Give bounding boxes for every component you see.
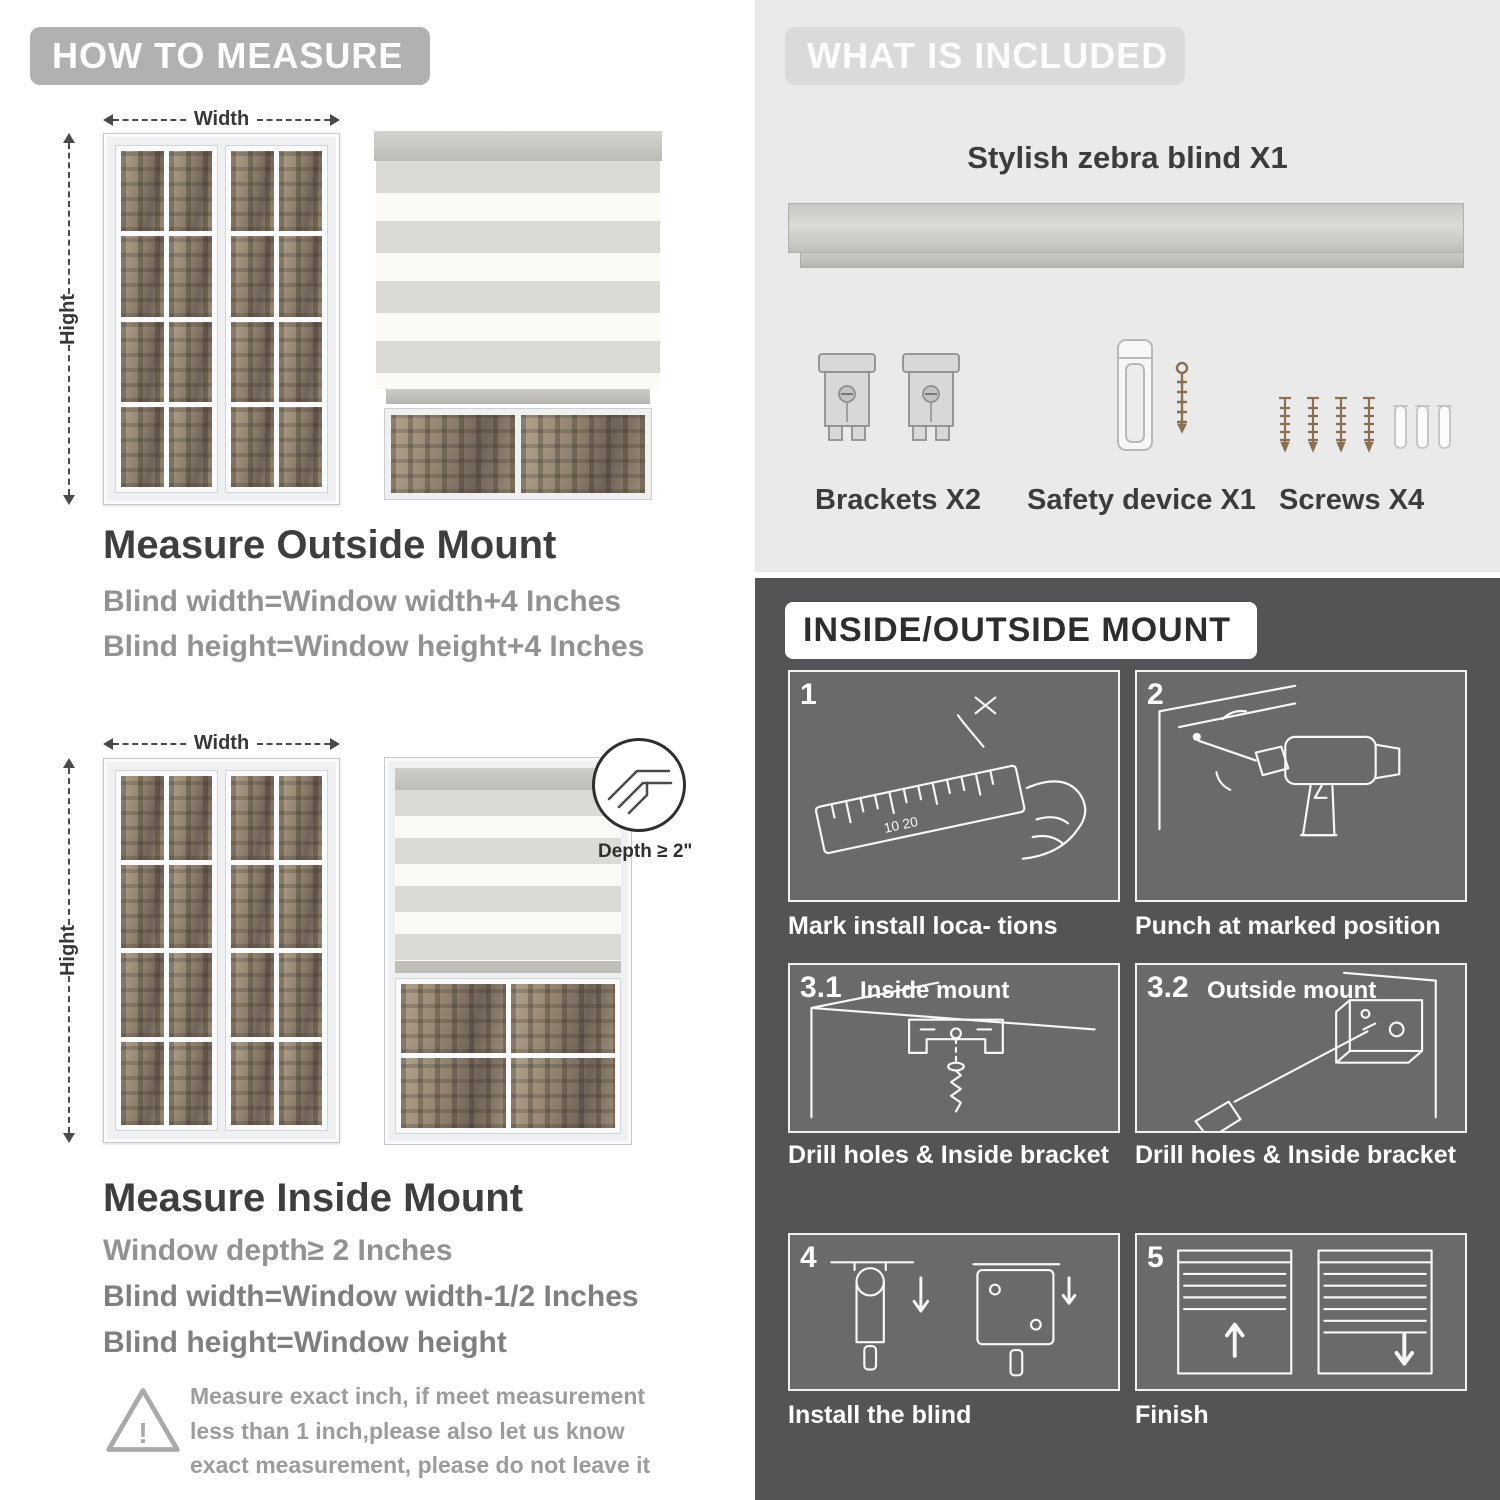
zebra-blind-product-label: Stylish zebra blind X1	[967, 140, 1288, 175]
step-number: 3.2	[1147, 971, 1189, 1004]
inside-mount-label: Inside mount	[860, 977, 1010, 1004]
step-number: 1	[800, 678, 817, 711]
outside-rule-height: Blind height=Window height+4 Inches	[103, 630, 645, 663]
step-caption-1: Mark install loca- tions	[788, 912, 1058, 940]
drill-illustration	[1158, 684, 1401, 837]
depth-label: Depth ≥ 2"	[598, 841, 693, 862]
width-measure-arrow: Width	[103, 108, 341, 131]
blind-inside-mount	[395, 768, 621, 973]
blind-bottomrail	[395, 960, 621, 973]
height-label: Hight	[57, 293, 80, 345]
step-caption-3-2: Drill holes & Inside bracket	[1135, 1141, 1456, 1169]
step-number: 5	[1147, 1241, 1164, 1274]
outside-mount-title: Measure Outside Mount	[103, 523, 557, 567]
zebra-blind-inside-graphic	[384, 757, 632, 1145]
inside-rule-height: Blind height=Window height	[103, 1326, 507, 1359]
window-photo-inside	[103, 758, 340, 1143]
warning-icon: !	[106, 1388, 180, 1452]
step-caption-3-1: Drill holes & Inside bracket	[788, 1141, 1109, 1169]
step-panel-3-2: 3.2 Outside mount	[1135, 963, 1467, 1133]
step-panel-1: 1 10 20	[788, 670, 1120, 902]
blind-headrail	[374, 131, 662, 161]
what-is-included-section: WHAT IS INCLUDED Stylish zebra blind X1	[755, 0, 1500, 572]
mount-instructions-section: INSIDE/OUTSIDE MOUNT 1 10 20 Mark in	[755, 578, 1500, 1500]
inside-outside-mount-header: INSIDE/OUTSIDE MOUNT	[785, 602, 1257, 659]
blind-stripes	[376, 161, 660, 389]
height-measure-arrow: Hight	[58, 133, 80, 505]
inside-rule-depth: Window depth≥ 2 Inches	[103, 1234, 453, 1267]
step-panel-3-1: 3.1 Inside mount	[788, 963, 1120, 1133]
window-lower-sash	[384, 408, 652, 500]
outside-bracket-illustration	[1194, 971, 1437, 1131]
frame-corner-icon	[607, 769, 673, 815]
blind-stripes	[395, 790, 621, 961]
brackets-label: Brackets X2	[815, 484, 982, 516]
step-number: 4	[800, 1241, 817, 1274]
width-label: Width	[193, 108, 250, 130]
arrow-up-icon	[63, 758, 75, 768]
install-blind-illustration	[830, 1261, 1077, 1377]
ruler-marks: 10 20	[882, 814, 919, 836]
step-caption-2: Punch at marked position	[1135, 912, 1441, 940]
safety-device-icon	[1117, 339, 1189, 451]
inside-mount-title: Measure Inside Mount	[103, 1176, 524, 1220]
brackets-icon	[818, 353, 960, 441]
mark-locations-illustration: 10 20	[814, 696, 1087, 860]
screws-icon	[1279, 396, 1452, 453]
depth-callout-circle	[592, 738, 686, 832]
blind-bottomrail	[385, 389, 651, 404]
step-number: 2	[1147, 678, 1164, 711]
inside-bracket-illustration	[810, 981, 1096, 1119]
arrow-up-icon	[63, 133, 75, 143]
height-label: Hight	[57, 924, 80, 977]
zebra-blind-product	[788, 203, 1464, 268]
window-photo-outside	[103, 133, 340, 505]
how-to-measure-header: HOW TO MEASURE	[30, 27, 430, 85]
inside-rule-width: Blind width=Window width-1/2 Inches	[103, 1280, 639, 1313]
step-panel-5: 5	[1135, 1233, 1467, 1391]
outside-mount-label: Outside mount	[1207, 977, 1377, 1004]
arrow-right-icon	[330, 737, 341, 750]
measure-note-text: Measure exact inch, if meet measurement …	[190, 1383, 651, 1478]
height-measure-arrow: Hight	[58, 758, 80, 1143]
safety-device-label: Safety device X1	[1027, 484, 1256, 516]
finish-illustration	[1177, 1249, 1433, 1375]
screws-label: Screws X4	[1279, 484, 1425, 516]
what-is-included-header: WHAT IS INCLUDED	[785, 27, 1185, 85]
arrow-left-icon	[103, 113, 113, 126]
window-lower-panes	[395, 977, 621, 1134]
step-caption-4: Install the blind	[788, 1401, 972, 1429]
step-caption-5: Finish	[1135, 1401, 1209, 1429]
arrow-down-icon	[63, 1133, 75, 1143]
arrow-right-icon	[330, 113, 341, 126]
width-measure-arrow: Width	[103, 732, 341, 755]
zebra-blind-outside-graphic	[374, 131, 662, 500]
width-label: Width	[193, 732, 250, 754]
step-panel-2: 2	[1135, 670, 1467, 902]
arrow-down-icon	[63, 495, 75, 505]
outside-rule-width: Blind width=Window width+4 Inches	[103, 585, 622, 618]
step-panel-4: 4	[788, 1233, 1120, 1391]
warning-mark: !	[138, 1418, 148, 1450]
arrow-left-icon	[103, 737, 113, 750]
blind-headrail	[395, 768, 621, 790]
step-number: 3.1	[800, 971, 842, 1004]
